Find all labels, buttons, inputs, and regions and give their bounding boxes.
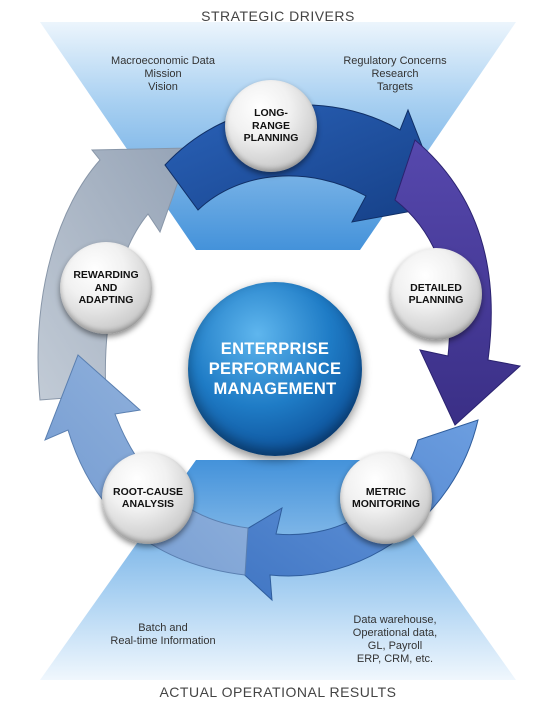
note-line: Research	[371, 68, 419, 80]
note-bottom-left: Batch and Real-time Information	[88, 622, 238, 648]
note-line: Regulatory Concerns	[343, 55, 447, 67]
node-label: LONG- RANGE PLANNING	[244, 107, 299, 145]
note-line: Macroeconomic Data	[111, 55, 215, 67]
node-label: REWARDING AND ADAPTING	[73, 269, 138, 307]
label-line: PLANNING	[243, 132, 299, 145]
label-line: MONITORING	[351, 498, 421, 510]
label-line: ANALYSIS	[121, 498, 175, 510]
note-line: Vision	[148, 81, 178, 93]
note-line: Operational data,	[352, 627, 438, 639]
label-line: ROOT-CAUSE	[112, 485, 183, 498]
label-line: RANGE	[252, 119, 290, 132]
note-line: Data warehouse,	[353, 614, 437, 626]
center-enterprise-performance-management: ENTERPRISE PERFORMANCE MANAGEMENT	[188, 282, 362, 456]
node-label: METRIC MONITORING	[352, 486, 420, 511]
label-line: LONG-	[254, 107, 288, 120]
node-rewarding-and-adapting: REWARDING AND ADAPTING	[60, 242, 152, 334]
label-line: REWARDING	[73, 269, 139, 282]
label-line: ADAPTING	[78, 294, 134, 307]
label-line: PERFORMANCE	[208, 360, 342, 378]
label-line: PLANNING	[408, 294, 464, 306]
note-line: Batch and	[138, 622, 188, 634]
node-metric-monitoring: METRIC MONITORING	[340, 452, 432, 544]
note-line: GL, Payroll	[367, 640, 423, 652]
label-line: ENTERPRISE	[220, 340, 330, 358]
note-line: Targets	[376, 81, 414, 93]
node-detailed-planning: DETAILED PLANNING	[390, 248, 482, 340]
node-label: DETAILED PLANNING	[409, 282, 464, 307]
note-top-left: Macroeconomic Data Mission Vision	[88, 55, 238, 94]
label-line: DETAILED	[410, 281, 462, 294]
center-label: ENTERPRISE PERFORMANCE MANAGEMENT	[209, 339, 342, 399]
label-line: MANAGEMENT	[213, 380, 337, 398]
header-strategic-drivers: STRATEGIC DRIVERS	[201, 8, 355, 24]
header-actual-operational-results: ACTUAL OPERATIONAL RESULTS	[159, 684, 397, 700]
note-line: Mission	[144, 68, 182, 80]
note-top-right: Regulatory Concerns Research Targets	[320, 55, 470, 94]
note-line: ERP, CRM, etc.	[356, 653, 434, 665]
label-line: METRIC	[365, 485, 407, 498]
label-line: AND	[94, 281, 118, 294]
node-long-range-planning: LONG- RANGE PLANNING	[225, 80, 317, 172]
note-line: Real-time Information	[110, 635, 216, 647]
note-bottom-right: Data warehouse, Operational data, GL, Pa…	[330, 614, 460, 666]
node-root-cause-analysis: ROOT-CAUSE ANALYSIS	[102, 452, 194, 544]
node-label: ROOT-CAUSE ANALYSIS	[113, 486, 183, 511]
